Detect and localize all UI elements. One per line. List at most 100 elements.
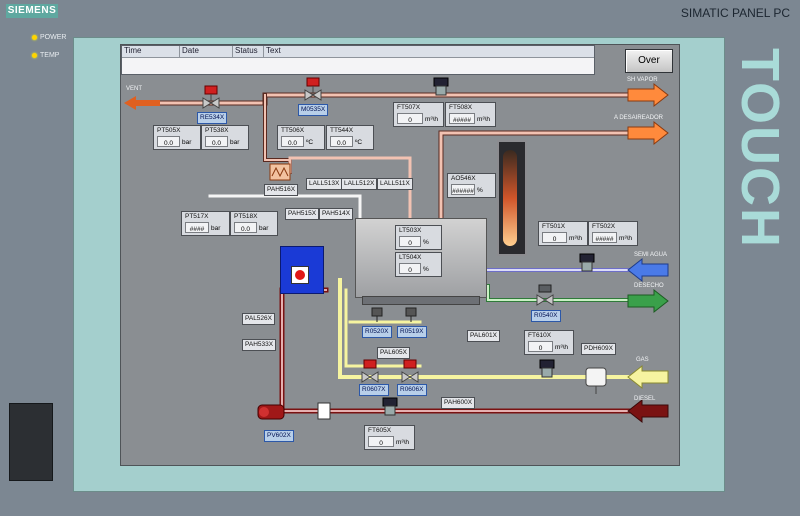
display-ft501x-value: 0 <box>542 232 567 243</box>
valve-re534x-icon <box>202 85 220 109</box>
display-pt517x-tag: PT517X <box>185 213 209 220</box>
display-lt503x-unit: % <box>423 239 429 246</box>
display-ft502x: FT502X #####m³\h <box>588 221 638 246</box>
display-ao546x-value: ###### <box>451 184 475 195</box>
tag-pah514x: PAH514X <box>319 208 354 220</box>
desaireador-arrow <box>627 120 669 146</box>
flow-label-desaireador: A DESAIREADOR <box>614 115 664 121</box>
display-ft501x-unit: m³\h <box>569 235 582 242</box>
display-pt505x-tag: PT505X <box>157 127 181 134</box>
display-ft605x-value: 0 <box>368 436 394 447</box>
tag-r0519x[interactable]: R0519X <box>397 326 427 338</box>
tag-m0535x[interactable]: M0535X <box>298 104 329 116</box>
diesel-filter-icon <box>317 402 331 420</box>
display-pt517x: PT517X ####bar <box>181 211 230 236</box>
usb-port-cover-icon[interactable] <box>9 403 53 481</box>
tag-r0607x[interactable]: R0607X <box>359 384 389 396</box>
alarm-col-time[interactable]: Time <box>122 46 180 57</box>
flow-label-gas: GAS <box>636 357 649 363</box>
tag-r0606x[interactable]: R0606X <box>397 384 427 396</box>
tag-re534x[interactable]: RE534X <box>197 112 228 124</box>
tag-r0540x[interactable]: R0540X <box>531 310 561 322</box>
boiler-base <box>362 296 480 305</box>
display-lt504x-unit: % <box>423 266 429 273</box>
tag-r0520x[interactable]: R0520X <box>362 326 392 338</box>
temp-led-label: TEMP <box>40 52 60 59</box>
display-tt506x-value: 0.0 <box>281 136 304 147</box>
alarm-col-status[interactable]: Status <box>233 46 264 57</box>
flow-label-vent: VENT <box>126 86 143 92</box>
display-ao546x-tag: AO546X <box>451 175 476 182</box>
display-pt517x-value: #### <box>185 222 209 233</box>
tag-pah533x: PAH533X <box>242 339 277 351</box>
display-tt544x-unit: ºC <box>355 139 363 146</box>
display-tt544x-tag: TT544X <box>330 127 354 134</box>
display-pt538x-tag: PT538X <box>205 127 229 134</box>
alarm-col-date[interactable]: Date <box>180 46 233 57</box>
display-ft508x: FT508X #####m³\h <box>445 102 496 127</box>
temp-led: TEMP <box>32 52 59 59</box>
flowmeter-ft501x-icon <box>579 253 595 272</box>
heater-pah516x-icon <box>269 163 291 181</box>
display-pt538x-value: 0.0 <box>205 136 228 147</box>
alarm-col-text[interactable]: Text <box>266 46 281 55</box>
sh-vapor-arrow <box>627 82 669 108</box>
power-led-icon <box>32 34 37 40</box>
display-ft508x-unit: m³\h <box>477 116 490 123</box>
burner-stop-button[interactable] <box>291 266 309 284</box>
temp-led-icon <box>32 52 37 58</box>
gas-filter-icon <box>585 367 607 394</box>
tag-pdh609x: PDH609X <box>581 343 616 355</box>
display-lt504x-tag: LT504X <box>399 254 422 261</box>
display-ft507x-unit: m³\h <box>425 116 438 123</box>
flowmeter-ft605x-icon <box>382 397 398 416</box>
tag-pal605x: PAL605X <box>377 347 410 359</box>
desecho-arrow <box>627 288 669 314</box>
display-ft502x-tag: FT502X <box>592 223 616 230</box>
display-ft508x-value: ##### <box>449 113 475 124</box>
display-lt503x-tag: LT503X <box>399 227 422 234</box>
display-ft610x-tag: FT610X <box>528 332 552 339</box>
over-button[interactable]: Over <box>625 49 673 73</box>
valve-r0607x-icon <box>361 359 379 383</box>
display-pt538x-unit: bar <box>230 139 240 146</box>
touch-label: TOUCH <box>730 48 790 250</box>
gas-arrow <box>627 364 669 390</box>
tag-pal526x: PAL526X <box>242 313 275 325</box>
display-ft610x-value: 0 <box>528 341 553 352</box>
display-ft507x-tag: FT507X <box>397 104 421 111</box>
display-pt518x-value: 0.0 <box>234 222 257 233</box>
display-lt504x-value: 0 <box>399 263 421 274</box>
valve-r0606x-icon <box>401 359 419 383</box>
display-ft501x-tag: FT501X <box>542 223 566 230</box>
display-pt505x-value: 0.0 <box>157 136 180 147</box>
vent-arrow <box>124 96 160 110</box>
alarm-view[interactable]: Time Date Status Text <box>121 45 595 75</box>
power-led-label: POWER <box>40 34 67 41</box>
display-ao546x: AO546X ######% <box>447 173 496 198</box>
display-ft502x-unit: m³\h <box>619 235 632 242</box>
flowmeter-ft507x-icon <box>433 77 449 96</box>
flow-label-diesel: DIESEL <box>634 396 656 402</box>
flowmeter-ft610x-icon <box>539 359 555 378</box>
siemens-logo: SIEMENS <box>6 4 58 18</box>
display-ft605x-tag: FT605X <box>368 427 392 434</box>
tag-pv602x[interactable]: PV602X <box>264 430 294 442</box>
flame-icon <box>503 150 517 246</box>
valve-r0520x-icon <box>371 307 383 322</box>
desecho-pipe <box>480 284 642 302</box>
valve-r0519x-icon <box>405 307 417 322</box>
display-tt506x-tag: TT506X <box>281 127 305 134</box>
display-pt517x-unit: bar <box>211 225 221 232</box>
tag-pah515x: PAH515X <box>285 208 320 220</box>
tag-pah600x: PAH600X <box>441 397 476 409</box>
tag-pah516x: PAH516X <box>264 184 299 196</box>
flow-label-semi-agua: SEMI AGUA <box>634 252 668 258</box>
tag-lall511x: LALL511X <box>377 178 413 190</box>
display-ao546x-unit: % <box>477 187 483 194</box>
display-ft502x-value: ##### <box>592 232 617 243</box>
